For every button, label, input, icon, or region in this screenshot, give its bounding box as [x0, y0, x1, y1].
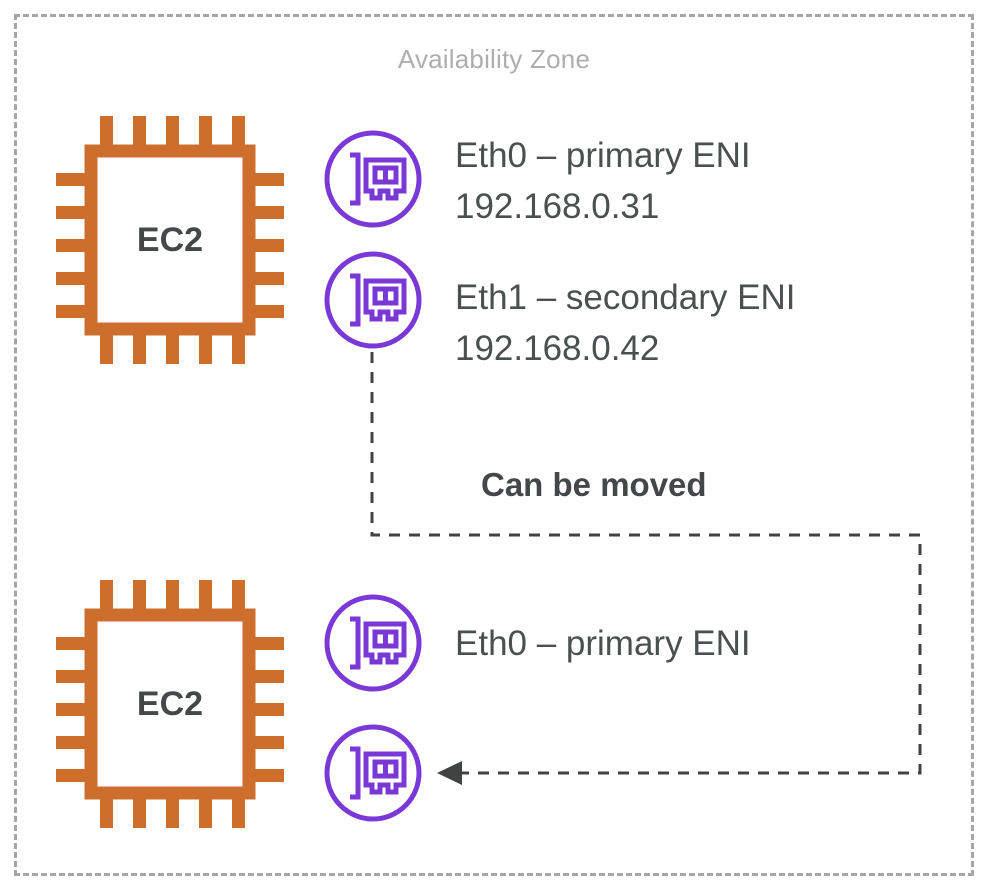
network-interface-icon [324, 251, 422, 349]
cpu-chip-icon [56, 116, 284, 364]
eni-icon-bottom-slot[interactable] [322, 722, 424, 824]
eni-icon-top-eth1[interactable] [322, 249, 424, 351]
availability-zone-boundary [14, 14, 974, 876]
eni-label-bottom-eth0: Eth0 – primary ENI [455, 618, 751, 669]
eni-label-top-eth1: Eth1 – secondary ENI 192.168.0.42 [455, 272, 795, 374]
can-be-moved-label: Can be moved [481, 466, 707, 503]
eni-name-top-eth0: Eth0 – primary ENI [455, 136, 751, 175]
eni-icon-bottom-eth0[interactable] [322, 592, 424, 694]
eni-name-bottom-eth0: Eth0 – primary ENI [455, 624, 751, 663]
availability-zone-title: Availability Zone [397, 44, 591, 74]
eni-icon-top-eth0[interactable] [322, 128, 424, 230]
network-interface-icon [324, 130, 422, 228]
eni-ip-top-eth0: 192.168.0.31 [455, 187, 660, 226]
eni-name-top-eth1: Eth1 – secondary ENI [455, 278, 796, 317]
ec2-instance-bottom[interactable]: EC2 [56, 580, 284, 828]
network-interface-icon [324, 724, 422, 822]
eni-ip-top-eth1: 192.168.0.42 [455, 329, 660, 368]
ec2-instance-top[interactable]: EC2 [56, 116, 284, 364]
cpu-chip-icon [56, 580, 284, 828]
network-interface-icon [324, 594, 422, 692]
eni-label-top-eth0: Eth0 – primary ENI 192.168.0.31 [455, 130, 751, 232]
